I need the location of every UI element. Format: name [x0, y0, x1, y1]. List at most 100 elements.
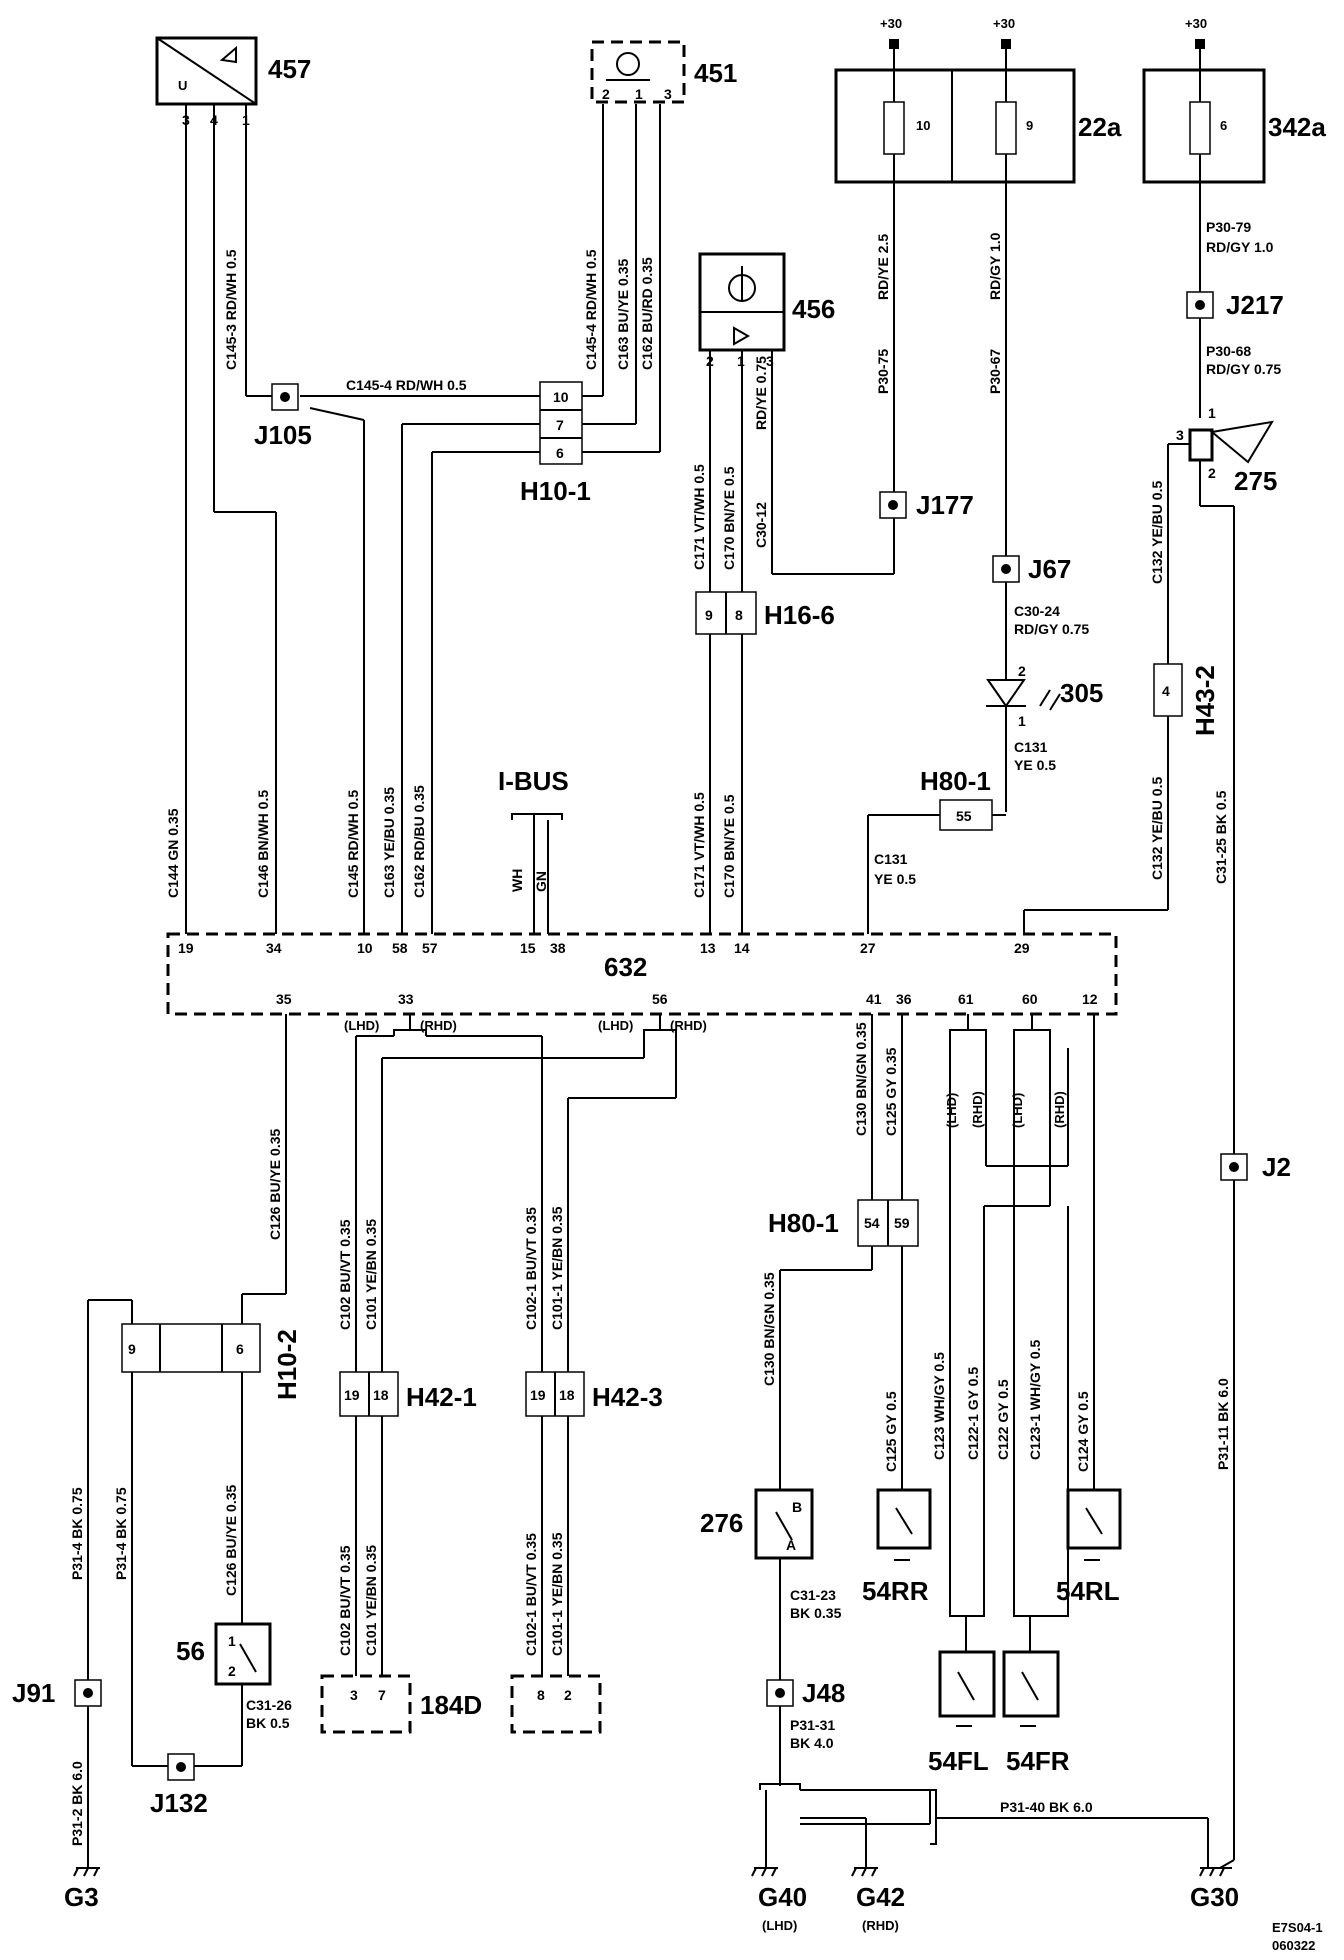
svg-text:13: 13: [700, 940, 716, 956]
svg-text:C122 GY 0.5: C122 GY 0.5: [995, 1379, 1011, 1460]
svg-text:1: 1: [228, 1633, 236, 1649]
svg-text:J177: J177: [916, 490, 974, 520]
svg-text:P30-75: P30-75: [875, 349, 891, 394]
svg-text:J105: J105: [254, 420, 312, 450]
svg-text:+30: +30: [1185, 16, 1207, 31]
svg-text:15: 15: [520, 940, 536, 956]
svg-text:(LHD): (LHD): [762, 1918, 797, 1933]
svg-text:56: 56: [652, 991, 668, 1007]
svg-text:C163 BU/YE 0.35: C163 BU/YE 0.35: [615, 259, 631, 370]
svg-text:C145-4 RD/WH 0.5: C145-4 RD/WH 0.5: [583, 249, 599, 370]
switch-276: 276: [700, 1488, 814, 1560]
svg-text:C131: C131: [1014, 739, 1048, 755]
svg-text:3: 3: [664, 86, 672, 102]
svg-text:9: 9: [705, 607, 713, 623]
label-54rr: 54RR: [862, 1576, 929, 1606]
svg-text:9: 9: [128, 1341, 136, 1357]
svg-text:C101-1 YE/BN 0.35: C101-1 YE/BN 0.35: [549, 1206, 565, 1330]
svg-text:36: 36: [896, 991, 912, 1007]
label-451: 451: [694, 58, 737, 88]
component-457: U 457: [155, 36, 311, 106]
component-451: 451: [590, 40, 737, 104]
svg-text:C130 BN/GN 0.35: C130 BN/GN 0.35: [761, 1272, 777, 1386]
svg-text:RD/GY 0.75: RD/GY 0.75: [1206, 361, 1281, 377]
svg-text:J217: J217: [1226, 290, 1284, 320]
svg-text:54: 54: [864, 1215, 880, 1231]
fuse-box-22a: 10 9 22a: [834, 68, 1122, 184]
drawing-code: E7S04-1: [1272, 1920, 1323, 1935]
svg-text:38: 38: [550, 940, 566, 956]
svg-text:6: 6: [1220, 118, 1227, 133]
svg-text:29: 29: [1014, 940, 1030, 956]
svg-text:C171 VT/WH 0.5: C171 VT/WH 0.5: [691, 792, 707, 898]
svg-text:1: 1: [635, 86, 643, 102]
svg-text:WH: WH: [509, 869, 525, 892]
svg-text:P31-4 BK 0.75: P31-4 BK 0.75: [69, 1487, 85, 1580]
svg-text:C125 GY 0.5: C125 GY 0.5: [883, 1391, 899, 1472]
svg-text:7: 7: [378, 1687, 386, 1703]
svg-text:58: 58: [392, 940, 408, 956]
svg-text:C125 GY 0.35: C125 GY 0.35: [883, 1047, 899, 1136]
fuse-box-342a: 6 342a: [1142, 68, 1326, 184]
svg-text:RD/YE 2.5: RD/YE 2.5: [875, 234, 891, 300]
svg-text:2: 2: [564, 1687, 572, 1703]
svg-text:(LHD): (LHD): [1010, 1093, 1025, 1128]
junction-j48: [766, 1679, 794, 1707]
svg-text:C162 BU/RD 0.35: C162 BU/RD 0.35: [639, 257, 655, 370]
svg-text:2: 2: [1208, 465, 1216, 481]
svg-text:H43-2: H43-2: [1190, 665, 1220, 736]
svg-text:J48: J48: [802, 1678, 845, 1708]
svg-text:J132: J132: [150, 1788, 208, 1818]
svg-text:C162 RD/BU 0.35: C162 RD/BU 0.35: [411, 785, 427, 898]
horn-275: 275: [1188, 420, 1277, 496]
svg-text:4: 4: [1162, 683, 1170, 699]
led-305: 305: [986, 662, 1103, 812]
switch-54rl: 54RL: [1056, 1488, 1122, 1606]
svg-text:C123-1 WH/GY 0.5: C123-1 WH/GY 0.5: [1027, 1339, 1043, 1460]
svg-text:3: 3: [350, 1687, 358, 1703]
svg-text:6: 6: [236, 1341, 244, 1357]
svg-text:C144 GN 0.35: C144 GN 0.35: [165, 808, 181, 898]
svg-text:BK 0.35: BK 0.35: [790, 1605, 842, 1621]
svg-text:60: 60: [1022, 991, 1038, 1007]
svg-text:C102 BU/VT 0.35: C102 BU/VT 0.35: [337, 1545, 353, 1656]
svg-text:H80-1: H80-1: [768, 1208, 839, 1238]
svg-text:C122-1 GY 0.5: C122-1 GY 0.5: [965, 1367, 981, 1460]
svg-text:RD/GY 1.0: RD/GY 1.0: [1206, 239, 1274, 255]
svg-text:19: 19: [178, 940, 194, 956]
svg-text:GN: GN: [533, 871, 549, 892]
svg-text:C101-1 YE/BN 0.35: C101-1 YE/BN 0.35: [549, 1532, 565, 1656]
svg-text:59: 59: [894, 1215, 910, 1231]
svg-text:3: 3: [1176, 427, 1184, 443]
switch-54rr: 54RR: [862, 1488, 932, 1606]
ground-g42: [851, 1867, 878, 1877]
connector-h42-3: 19 18: [525, 1371, 585, 1417]
svg-text:G30: G30: [1190, 1882, 1239, 1912]
svg-text:RD/GY 0.75: RD/GY 0.75: [1014, 621, 1089, 637]
label-54fl: 54FL: [928, 1746, 989, 1776]
svg-text:12: 12: [1082, 991, 1098, 1007]
connector-h80-1-bottom: 54 59: [857, 1199, 919, 1247]
svg-text:19: 19: [344, 1387, 360, 1403]
svg-text:55: 55: [956, 808, 972, 824]
svg-text:J67: J67: [1028, 554, 1071, 584]
svg-text:P31-2 BK 6.0: P31-2 BK 6.0: [69, 1761, 85, 1846]
svg-text:H42-1: H42-1: [406, 1382, 477, 1412]
label-305: 305: [1060, 678, 1103, 708]
svg-text:33: 33: [398, 991, 414, 1007]
svg-text:(LHD): (LHD): [598, 1018, 633, 1033]
svg-text:10: 10: [553, 389, 569, 405]
svg-text:18: 18: [559, 1387, 575, 1403]
connector-h16-6: 9 8: [695, 591, 757, 635]
label-456: 456: [792, 294, 835, 324]
junction-j177: [879, 491, 907, 519]
junction-j132: [167, 1753, 195, 1781]
label-22a: 22a: [1078, 112, 1122, 142]
svg-text:35: 35: [276, 991, 292, 1007]
svg-text:C102 BU/VT 0.35: C102 BU/VT 0.35: [337, 1219, 353, 1330]
connector-h80-1-top: 55: [939, 799, 993, 831]
junction-j67: [992, 555, 1020, 583]
svg-text:C126 BU/YE 0.35: C126 BU/YE 0.35: [223, 1485, 239, 1596]
svg-text:+30: +30: [993, 16, 1015, 31]
